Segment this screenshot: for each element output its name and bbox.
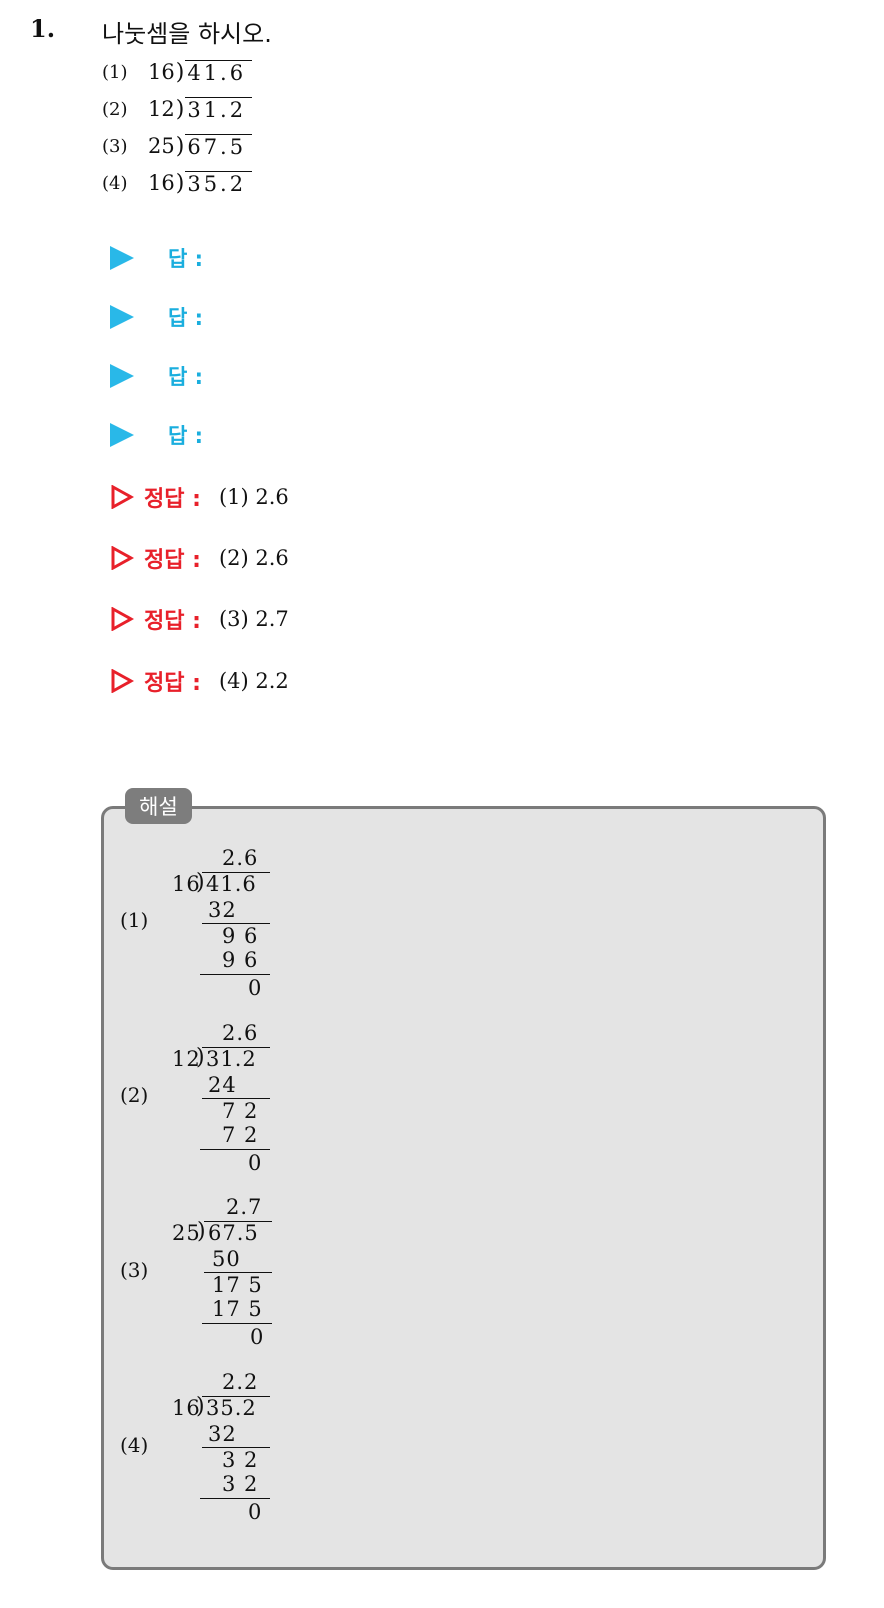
quotient: 2.7: [226, 1195, 263, 1219]
divisor: 25: [172, 1221, 201, 1245]
solution-box: [101, 806, 826, 1570]
correct-answer-row-1: 정답 : (1) 2.6: [110, 481, 289, 513]
play-arrow-icon: [110, 305, 134, 329]
dividend: 67.5: [185, 134, 253, 159]
problem-label: (3): [102, 136, 128, 157]
subtrahend-1: 32: [208, 1422, 237, 1446]
answer-label: 답 :: [168, 365, 204, 389]
answer-row-3: 답 :: [110, 361, 203, 391]
dividend: 31.2: [206, 1047, 257, 1071]
subtrahend-2: 9 6: [222, 948, 259, 972]
dividend: 35.2: [185, 171, 253, 196]
dividend: 67.5: [208, 1221, 259, 1245]
dividend: 41.6: [206, 872, 257, 896]
remainder-1: 7 2: [222, 1099, 259, 1123]
outline-arrow-icon: [111, 485, 134, 509]
answer-row-1: 답 :: [110, 243, 203, 273]
subtrahend-1: 24: [208, 1073, 237, 1097]
answer-label: 답 :: [168, 247, 204, 271]
remainder-1: 3 2: [222, 1448, 259, 1472]
solution-label: (1): [120, 908, 149, 932]
solution-label: (3): [120, 1258, 149, 1282]
remainder-2: 0: [248, 1151, 263, 1175]
problem-1: (1) 16)41.6: [102, 54, 253, 91]
dividend: 31.2: [185, 97, 253, 122]
answer-row-4: 답 :: [110, 420, 203, 450]
answer-row-2: 답 :: [110, 302, 203, 332]
correct-label: 정답 :: [144, 671, 201, 696]
correct-value: (3) 2.7: [218, 607, 289, 631]
correct-answer-row-3: 정답 : (3) 2.7: [110, 603, 289, 635]
divisor: 12: [172, 1047, 201, 1071]
question-text: 나눗셈을 하시오.: [102, 20, 272, 48]
remainder-2: 0: [248, 1500, 263, 1524]
answer-label: 답 :: [168, 306, 204, 330]
play-arrow-icon: [110, 364, 134, 388]
correct-answer-row-2: 정답 : (2) 2.6: [110, 542, 289, 574]
problem-label: (1): [102, 62, 128, 83]
correct-answer-row-4: 정답 : (4) 2.2: [110, 665, 289, 697]
divisor: 12: [148, 97, 175, 121]
divisor: 25: [148, 134, 175, 158]
subtrahend-2: 7 2: [222, 1123, 259, 1147]
answer-label: 답 :: [168, 424, 204, 448]
solution-label: (2): [120, 1083, 149, 1107]
divisor: 16: [148, 171, 175, 195]
divisor: 16: [172, 1396, 201, 1420]
problem-list: (1) 16)41.6 (2) 12)31.2 (3) 25)67.5 (4) …: [102, 54, 253, 202]
problem-4: (4) 16)35.2: [102, 165, 253, 202]
correct-value: (2) 2.6: [218, 546, 289, 570]
question-number: 1.: [30, 14, 56, 43]
outline-arrow-icon: [111, 669, 134, 693]
problem-label: (4): [102, 173, 128, 194]
problem-3: (3) 25)67.5: [102, 128, 253, 165]
outline-arrow-icon: [111, 546, 134, 570]
quotient: 2.2: [222, 1370, 259, 1394]
problem-label: (2): [102, 99, 128, 120]
subtrahend-2: 3 2: [222, 1472, 259, 1496]
correct-value: (4) 2.2: [218, 669, 289, 693]
play-arrow-icon: [110, 246, 134, 270]
quotient: 2.6: [222, 1021, 259, 1045]
solution-label: (4): [120, 1433, 149, 1457]
play-arrow-icon: [110, 423, 134, 447]
dividend: 41.6: [185, 60, 253, 85]
correct-label: 정답 :: [144, 609, 201, 634]
correct-label: 정답 :: [144, 548, 201, 573]
dividend: 35.2: [206, 1396, 257, 1420]
remainder-2: 0: [250, 1325, 265, 1349]
outline-arrow-icon: [111, 607, 134, 631]
divisor: 16: [148, 60, 175, 84]
correct-label: 정답 :: [144, 487, 201, 512]
correct-value: (1) 2.6: [218, 485, 289, 509]
solution-tab: 해설: [125, 788, 192, 824]
problem-2: (2) 12)31.2: [102, 91, 253, 128]
remainder-2: 0: [248, 976, 263, 1000]
remainder-1: 9 6: [222, 924, 259, 948]
subtrahend-1: 50: [212, 1247, 241, 1271]
quotient: 2.6: [222, 846, 259, 870]
subtrahend-2: 17 5: [212, 1297, 263, 1321]
remainder-1: 17 5: [212, 1273, 263, 1297]
divisor: 16: [172, 872, 201, 896]
subtrahend-1: 32: [208, 898, 237, 922]
